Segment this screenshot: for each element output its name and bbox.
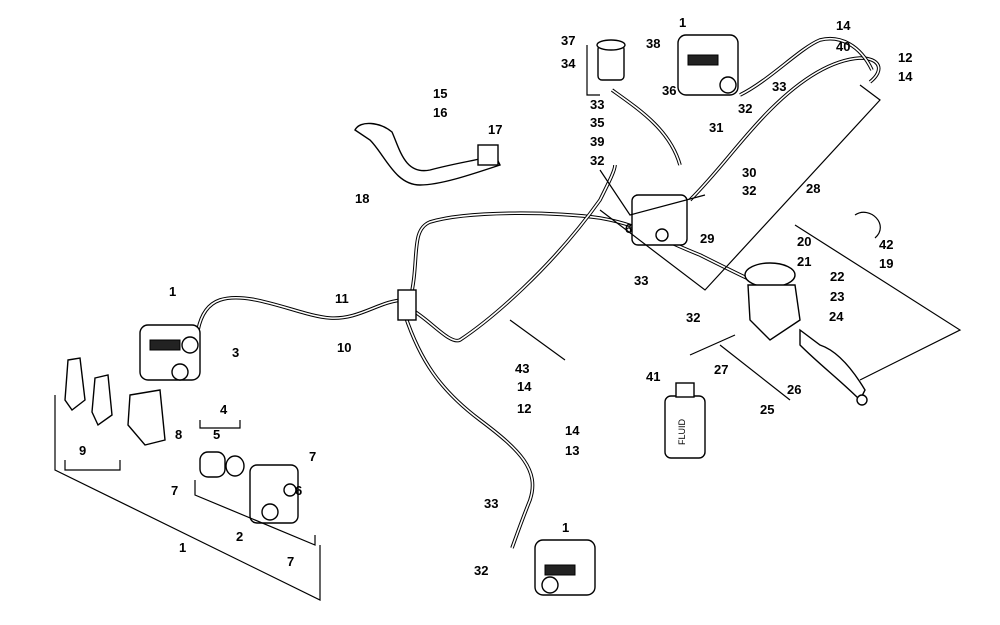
callout: 14 (836, 18, 851, 33)
brake-pedal (354, 122, 501, 186)
rear-master-cylinder (631, 194, 688, 246)
callout: 34 (561, 56, 576, 71)
callout: 13 (565, 443, 579, 458)
callout: 20 (797, 234, 811, 249)
front-left-caliper (139, 324, 201, 381)
rear-caliper (249, 464, 299, 524)
callout: 6 (295, 483, 302, 498)
front-right-caliper (534, 539, 596, 596)
callout: 29 (700, 231, 714, 246)
brake-fluid-bottle: FLUID (664, 382, 706, 459)
callout: 9 (79, 443, 86, 458)
callout: 24 (829, 309, 844, 324)
callout: 4 (220, 402, 228, 417)
callout: 16 (433, 105, 447, 120)
callout: 37 (561, 33, 575, 48)
callout: 2 (236, 529, 243, 544)
callout: 33 (634, 273, 648, 288)
callout: 7 (287, 554, 294, 569)
callout: 12 (517, 401, 531, 416)
callout: 1 (562, 520, 569, 535)
callout: 1 (679, 15, 686, 30)
callout: 31 (709, 120, 723, 135)
callout: 40 (836, 39, 850, 54)
brake-lines (196, 37, 881, 549)
callout: 32 (590, 153, 604, 168)
callout: 38 (646, 36, 660, 51)
callout: 43 (515, 361, 529, 376)
callout: 27 (714, 362, 728, 377)
callout: 33 (772, 79, 786, 94)
callout: 32 (738, 101, 752, 116)
callout: 7 (309, 449, 316, 464)
callout: 5 (213, 427, 220, 442)
callout: 14 (517, 379, 532, 394)
callout: 42 (879, 237, 893, 252)
callout: 8 (175, 427, 182, 442)
callout: 26 (787, 382, 801, 397)
callout: 17 (488, 122, 502, 137)
callout: 32 (686, 310, 700, 325)
master-cylinder-top (677, 34, 739, 96)
brake-pads-bracket (64, 357, 245, 478)
callouts: 1 37 38 34 14 40 12 14 33 36 32 33 35 39… (79, 15, 913, 578)
callout: 14 (898, 69, 913, 84)
callout: 1 (179, 540, 186, 555)
callout: 23 (830, 289, 844, 304)
bottle-label: FLUID (677, 419, 687, 446)
callout: 22 (830, 269, 844, 284)
callout: 14 (565, 423, 580, 438)
callout: 33 (484, 496, 498, 511)
callout: 1 (169, 284, 176, 299)
callout: 10 (337, 340, 351, 355)
reservoir (596, 39, 626, 81)
callout: 6 (625, 221, 632, 236)
callout: 21 (797, 254, 811, 269)
callout: 32 (474, 563, 488, 578)
callout: 19 (879, 256, 893, 271)
callout: 36 (662, 83, 676, 98)
callout: 30 (742, 165, 756, 180)
callout: 18 (355, 191, 369, 206)
callout: 3 (232, 345, 239, 360)
callout: 28 (806, 181, 820, 196)
callout: 32 (742, 183, 756, 198)
callout: 41 (646, 369, 660, 384)
callout: 25 (760, 402, 774, 417)
callout: 12 (898, 50, 912, 65)
handlebar-master-cylinder (744, 211, 881, 406)
callout: 15 (433, 86, 447, 101)
callout: 7 (171, 483, 178, 498)
callout: 11 (335, 291, 349, 306)
callout: 33 (590, 97, 604, 112)
group-brackets (54, 45, 962, 601)
callout: 39 (590, 134, 604, 149)
callout: 35 (590, 115, 604, 130)
tee-fitting (397, 289, 417, 321)
